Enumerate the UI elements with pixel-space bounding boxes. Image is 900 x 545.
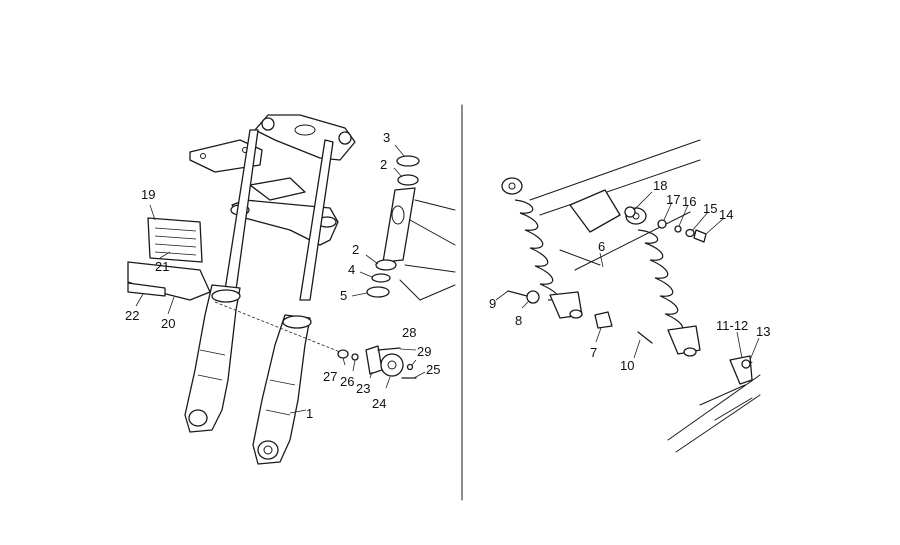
fork-stanchion-right	[299, 139, 334, 301]
fork-slider-left	[184, 284, 241, 433]
nut-13	[741, 359, 751, 369]
nut-26	[351, 353, 359, 361]
callout-15: 15	[703, 201, 717, 216]
callout-27: 27	[323, 369, 337, 384]
callout-26: 26	[340, 374, 354, 389]
washer-29	[406, 363, 414, 371]
spacer-18	[624, 206, 636, 218]
callout-14: 14	[719, 207, 733, 222]
callout-18: 18	[653, 178, 667, 193]
frame-rear	[529, 139, 701, 271]
shock-mount-plate	[569, 189, 621, 233]
callout-1: 1	[306, 406, 313, 421]
front-fork-assembly	[127, 114, 456, 465]
nut-14	[693, 229, 707, 243]
frame-stub-front	[399, 199, 456, 301]
callout-24: 24	[372, 396, 386, 411]
callout-13: 13	[756, 324, 770, 339]
assembly-axis	[214, 301, 341, 353]
callout-4: 4	[348, 262, 355, 277]
bolt-9	[507, 290, 528, 297]
callout-29: 29	[417, 344, 431, 359]
callout-2-top: 2	[380, 157, 387, 172]
bushing-7	[594, 311, 613, 329]
steering-head-tube	[382, 187, 416, 263]
callout-21: 21	[155, 259, 169, 274]
leader-lines	[135, 144, 760, 414]
callout-17: 17	[666, 192, 680, 207]
bolt-10	[637, 331, 653, 344]
callout-5: 5	[340, 288, 347, 303]
callout-23: 23	[356, 381, 370, 396]
callout-6: 6	[598, 239, 605, 254]
callout-2-bottom: 2	[352, 242, 359, 257]
bracket-20	[127, 261, 211, 301]
swing-arm	[667, 361, 761, 453]
fork-slider-right	[252, 314, 311, 465]
washer-27	[337, 349, 349, 359]
washer-15	[685, 228, 695, 238]
callout-20: 20	[161, 316, 175, 331]
washer-16	[674, 225, 682, 233]
swing-arm-mount	[729, 355, 753, 385]
bearing-2-top	[397, 174, 419, 186]
callout-19: 19	[141, 187, 155, 202]
callout-10: 10	[620, 358, 634, 373]
callout-16: 16	[682, 194, 696, 209]
disc-24	[380, 353, 404, 377]
callout-22: 22	[125, 308, 139, 323]
shock-absorber-left	[501, 177, 583, 319]
callout-11-12: 11-12	[716, 318, 748, 333]
grille-19	[147, 217, 203, 263]
callout-28: 28	[402, 325, 416, 340]
washer-17	[657, 219, 667, 229]
cup-5	[366, 286, 390, 298]
bearing-2-bottom	[375, 259, 397, 271]
callout-7: 7	[590, 345, 597, 360]
callout-9: 9	[489, 296, 496, 311]
callout-3: 3	[383, 130, 390, 145]
callout-labels: 3 2 2 4 5 1 19 21 22 20 27 26 23 24 28 2…	[125, 130, 770, 421]
callout-25: 25	[426, 362, 440, 377]
plate-22	[127, 282, 166, 297]
washer-3	[396, 155, 420, 167]
callout-8: 8	[515, 313, 522, 328]
washer-8	[526, 290, 540, 304]
screw-28	[377, 347, 401, 351]
rear-suspension-assembly	[501, 139, 761, 453]
seal-4	[371, 273, 391, 283]
